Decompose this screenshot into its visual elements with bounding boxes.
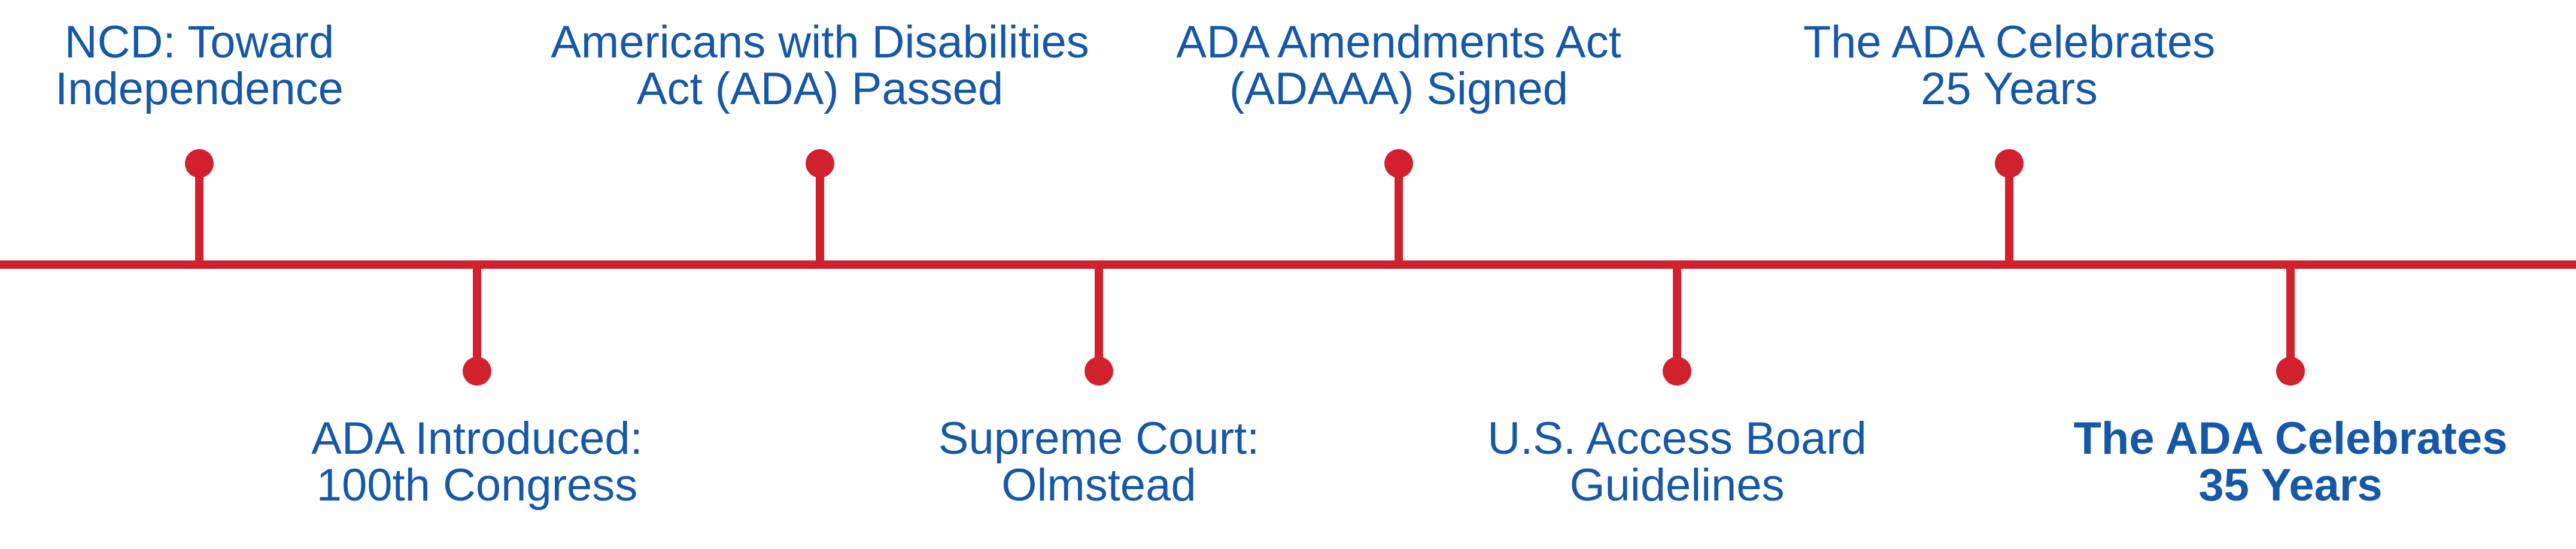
event-dot bbox=[463, 357, 491, 386]
event-stem-line bbox=[473, 265, 481, 372]
event-dot bbox=[1995, 149, 2024, 178]
event-stem-line bbox=[816, 162, 824, 265]
timeline-axis-line bbox=[0, 260, 2576, 269]
event-dot bbox=[1085, 357, 1113, 386]
event-label: The ADA Celebrates 25 Years bbox=[1803, 17, 2216, 114]
event-label: NCD: Toward Independence bbox=[55, 17, 344, 114]
event-label: Supreme Court: Olmstead bbox=[938, 413, 1260, 511]
event-dot bbox=[1663, 357, 1691, 386]
event-stem-line bbox=[195, 162, 203, 265]
event-label: ADA Amendments Act (ADAAA) Signed bbox=[1176, 17, 1621, 114]
event-stem-line bbox=[2005, 162, 2013, 265]
event-label: The ADA Celebrates 35 Years bbox=[2073, 413, 2508, 511]
event-label: ADA Introduced: 100th Congress bbox=[311, 413, 643, 511]
event-dot bbox=[2276, 357, 2305, 386]
event-dot bbox=[1384, 149, 1413, 178]
event-dot bbox=[185, 149, 214, 178]
event-stem-line bbox=[1673, 265, 1681, 372]
event-stem-line bbox=[2286, 265, 2295, 372]
event-label: U.S. Access Board Guidelines bbox=[1487, 413, 1867, 511]
event-label: Americans with Disabilities Act (ADA) Pa… bbox=[551, 17, 1089, 114]
event-stem-line bbox=[1395, 162, 1403, 265]
event-dot bbox=[806, 149, 834, 178]
event-stem-line bbox=[1095, 265, 1103, 372]
